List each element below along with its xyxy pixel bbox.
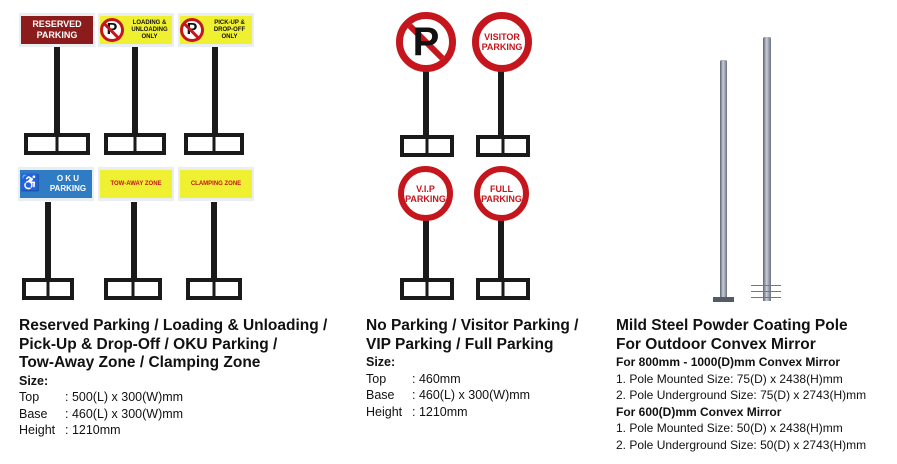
stand-base [184,133,244,155]
size-label: Size: [366,355,396,369]
stand-base [24,133,90,155]
sign-visitor-parking: VISITOR PARKING [472,12,532,72]
group-heading: For 600(D)mm Convex Mirror [616,404,782,419]
stand-pole [423,218,429,280]
sign-text: V.I.P PARKING [405,183,446,204]
stand-pole [423,70,429,136]
spec-key: Top [366,371,387,386]
pole-mounted [720,60,727,300]
stand-pole [54,46,60,134]
spec-value: : 460(L) x 300(W)mm [65,406,184,421]
product-description-steel-pole: Mild Steel Powder Coating Pole For Outdo… [616,317,866,453]
stand-pole [211,202,217,280]
sign-oku-parking: ♿ O K U PARKING [18,167,94,201]
title-line: Pick-Up & Drop-Off / OKU Parking / [19,335,278,353]
stand-base [104,278,162,300]
stand-pole [498,70,504,136]
sign-tow-away-zone: TOW-AWAY ZONE [98,167,174,201]
spec-line: 2. Pole Underground Size: 50(D) x 2743(H… [616,437,867,452]
spec-value: : 500(L) x 300(W)mm [65,390,184,404]
spec-line: 2. Pole Underground Size: 75(D) x 2743(H… [616,388,867,402]
spec-value: : 1210mm [65,423,121,437]
stand-base [400,278,454,300]
sign-text: P [412,20,440,64]
product-title: Mild Steel Powder Coating Pole For Outdo… [616,317,866,354]
pole-anchor-prong [751,285,781,286]
spec-key: Base [19,406,48,421]
spec-row: Top : 500(L) x 300(W)mm [19,389,327,406]
pole-anchor-prong [751,297,781,298]
stand-base [400,135,454,157]
spec-key: Height [19,423,56,437]
sign-text: TOW-AWAY ZONE [100,170,172,198]
stand-base [476,135,530,157]
size-label: Size: [19,373,49,388]
title-line: No Parking / Visitor Parking / [366,317,579,334]
stand-base [104,133,166,155]
sign-loading-unloading: P LOADING & UNLOADING ONLY [98,13,174,47]
stand-pole [132,46,138,134]
sign-text: LOADING & UNLOADING ONLY [131,19,168,40]
spec-value: : 460mm [412,371,461,386]
product-description-round-signs: No Parking / Visitor Parking / VIP Parki… [366,317,578,420]
spec-row: Top : 460mm [366,371,578,388]
stand-pole [498,218,504,280]
spec-value: : 460(L) x 300(W)mm [412,388,531,402]
wheelchair-icon: ♿ [20,175,40,192]
stand-base [476,278,530,300]
stand-base [22,278,74,300]
no-parking-icon: P [100,18,124,42]
sign-text: RESERVED PARKING [21,16,93,44]
sign-reserved-parking: RESERVED PARKING [19,13,95,47]
product-description-rect-signs: Reserved Parking / Loading & Unloading /… [19,317,327,439]
product-title: No Parking / Visitor Parking / VIP Parki… [366,317,578,354]
sign-pick-up-drop-off: P PICK-UP & DROP-OFF ONLY [178,13,254,47]
sign-clamping-zone: CLAMPING ZONE [178,167,254,201]
sign-text: FULL PARKING [481,183,522,204]
pole-underground [763,37,771,301]
title-line: Mild Steel Powder Coating Pole [616,317,848,334]
stand-pole [212,46,218,134]
sign-vip-parking: V.I.P PARKING [398,166,453,221]
spec-row: Base : 460(L) x 300(W)mm [19,406,327,423]
group-heading: For 800mm - 1000(D)mm Convex Mirror [616,355,841,369]
spec-key: Base [366,388,395,402]
spec-value: : 1210mm [412,404,468,419]
spec-row: Height : 1210mm [19,422,327,439]
spec-row: Base : 460(L) x 300(W)mm [366,387,578,404]
sign-text: PICK-UP & DROP-OFF ONLY [213,19,246,40]
sign-full-parking: FULL PARKING [474,166,529,221]
pole-anchor-prong [751,291,781,292]
no-parking-icon: P [180,18,204,42]
spec-line: 1. Pole Mounted Size: 50(D) x 2438(H)mm [616,421,843,435]
stand-base [186,278,242,300]
sign-text: O K U PARKING [49,174,87,193]
spec-line: 1. Pole Mounted Size: 75(D) x 2438(H)mm [616,371,843,386]
sign-text: VISITOR PARKING [481,32,523,52]
title-line: Reserved Parking / Loading & Unloading / [19,317,328,334]
stand-pole [45,202,51,280]
spec-row: Height : 1210mm [366,404,578,421]
stand-pole [131,202,137,280]
spec-key: Height [366,404,403,419]
sign-text: CLAMPING ZONE [180,170,252,198]
spec-key: Top [19,390,40,404]
product-title: Reserved Parking / Loading & Unloading /… [19,317,327,373]
sign-no-parking: P [396,12,456,72]
pole-base-plate [713,297,734,302]
title-line: Tow-Away Zone / Clamping Zone [19,354,261,371]
title-line: VIP Parking / Full Parking [366,335,554,353]
title-line: For Outdoor Convex Mirror [616,335,816,353]
